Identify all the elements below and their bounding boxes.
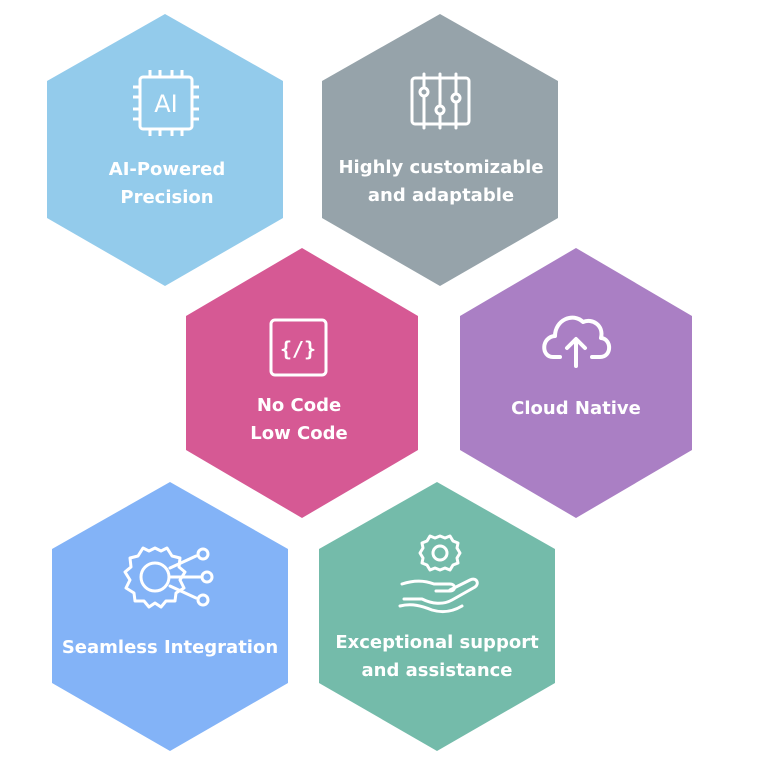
- helping-hand-gear-icon: [398, 534, 479, 614]
- label-line: Low Code: [250, 423, 348, 444]
- ai-chip-text: AI: [154, 90, 178, 118]
- label-cloud-native: Cloud Native: [511, 395, 641, 423]
- cloud-upload-icon: [542, 315, 612, 368]
- hex-ai-powered-precision: [47, 14, 283, 286]
- integration-gear-icon: [123, 546, 214, 609]
- label-line: Cloud Native: [511, 398, 641, 419]
- label-seamless-integration: Seamless Integration: [62, 634, 278, 662]
- ai-chip-icon: AI: [133, 70, 199, 136]
- label-line: and adaptable: [367, 185, 515, 206]
- label-exceptional-support: Exceptional support and assistance: [335, 629, 538, 685]
- label-no-code-low-code: No Code Low Code: [250, 392, 347, 448]
- label-line: and assistance: [361, 660, 513, 681]
- hex-no-code-low-code: [186, 248, 418, 518]
- hex-seamless-integration: [52, 482, 288, 751]
- label-line: AI-Powered: [108, 159, 226, 180]
- hex-cloud-native: [460, 248, 692, 518]
- label-line: Precision: [120, 187, 214, 208]
- label-ai-powered-precision: AI-Powered Precision: [109, 156, 225, 212]
- code-text: {/}: [280, 337, 316, 361]
- label-line: No Code: [256, 395, 342, 416]
- hex-highly-customizable: [322, 14, 558, 286]
- sliders-icon: [410, 72, 471, 130]
- label-highly-customizable: Highly customizable and adaptable: [338, 154, 543, 210]
- hex-exceptional-support: [319, 482, 555, 751]
- label-line: Highly customizable: [338, 157, 544, 178]
- code-icon: {/}: [269, 318, 328, 377]
- label-line: Seamless Integration: [61, 637, 279, 658]
- label-line: Exceptional support: [335, 632, 539, 653]
